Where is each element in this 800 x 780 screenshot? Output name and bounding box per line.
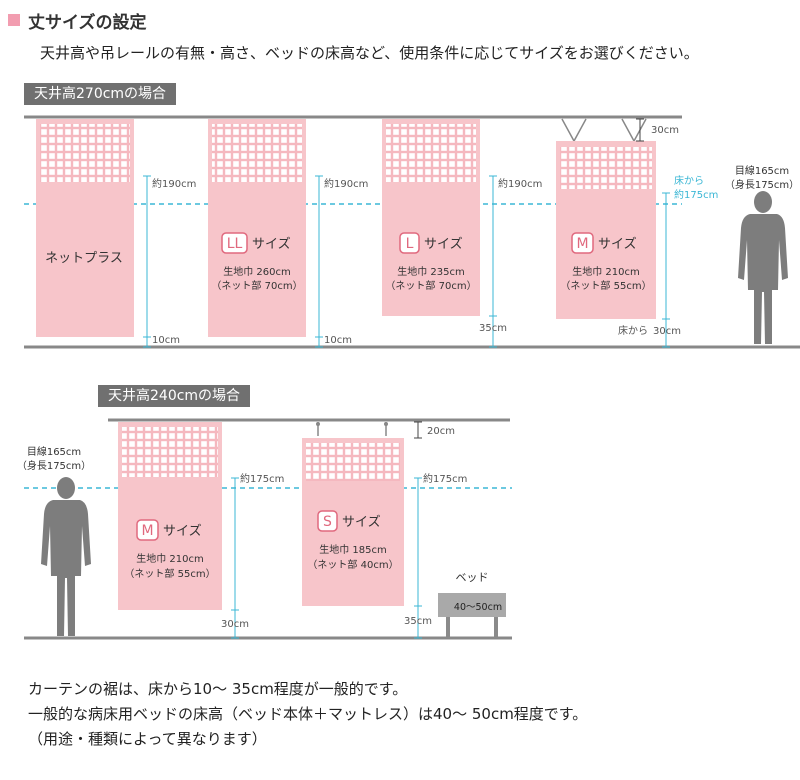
approx175-m-270: 約175cm: [674, 188, 718, 201]
ll-net-part: （ネット部 70cm）: [211, 279, 302, 292]
rail-hangers-240: [317, 422, 387, 436]
s-size-label: サイズ: [342, 514, 381, 530]
approx175-m-240: 約175cm: [240, 472, 284, 485]
ceiling-270-banner: 天井高270cmの場合: [24, 83, 177, 105]
gap-35-s: 35cm: [404, 616, 432, 627]
header-marker: [8, 14, 20, 26]
gap-10-netplus: 10cm: [152, 335, 180, 346]
l-size-label: サイズ: [424, 236, 463, 252]
m-fabric-width-270: 生地巾 210cm: [572, 265, 640, 278]
height-label-240: （身長175cm）: [17, 459, 91, 472]
m-letter-270: M: [576, 236, 588, 252]
top-gap-20: 20cm: [427, 426, 455, 437]
l-fabric-width: 生地巾 235cm: [397, 265, 465, 278]
note-hem: カーテンの裾は、床から10～ 35cm程度が一般的です。: [28, 680, 408, 698]
s-badge: [317, 510, 338, 532]
m-size-label-270: サイズ: [598, 236, 637, 252]
curtain-netplus-mesh: [40, 124, 130, 182]
note-bed: 一般的な病床用ベッドの床高（ベッド本体＋マットレス）は40～ 50cm程度です。: [28, 705, 588, 723]
bed-label: ベッド: [456, 571, 489, 584]
dimensions-240: [231, 477, 422, 639]
bed-height: 40～50cm: [454, 602, 502, 613]
rail-hangers-270: [561, 118, 647, 143]
hanger-dot-1: [316, 422, 320, 426]
curtain-l-mesh: [386, 124, 476, 182]
from-floor-label-eye: 床から: [674, 174, 704, 187]
curtain-m-mesh: [560, 147, 652, 189]
top-gap-dimension-270: [636, 118, 644, 142]
approx190-ll: 約190cm: [324, 177, 368, 190]
eye-level-label-240: 目線165cm: [27, 445, 81, 458]
note-varies: （用途・種類によって異なります）: [28, 730, 267, 748]
m-size-label-240: サイズ: [163, 523, 202, 539]
person-silhouette-270: [738, 191, 788, 344]
m-badge-270: [571, 232, 594, 254]
hanger-dot-2: [384, 422, 388, 426]
s-net-part: （ネット部 40cm）: [307, 558, 398, 571]
gap-35-l: 35cm: [479, 323, 507, 334]
s-letter: S: [323, 514, 332, 530]
gap-10-ll: 10cm: [324, 335, 352, 346]
dimensions-270: [143, 175, 670, 348]
l-letter: L: [406, 236, 414, 252]
ll-badge: [221, 232, 248, 254]
gap-30-m: 30cm: [653, 326, 681, 337]
m-fabric-width-240: 生地巾 210cm: [136, 552, 204, 565]
m-letter-240: M: [141, 523, 153, 539]
curtain-s-mesh: [306, 443, 400, 481]
person-silhouette-240: [41, 477, 91, 636]
approx175-s: 約175cm: [423, 472, 467, 485]
from-floor-label-hem: 床から: [618, 324, 648, 337]
m-badge-240: [136, 519, 159, 541]
ceiling-240-banner: 天井高240cmの場合: [98, 385, 251, 407]
ll-letter: LL: [227, 236, 243, 252]
approx190-netplus: 約190cm: [152, 177, 196, 190]
approx190-l: 約190cm: [498, 177, 542, 190]
top-gap-dimension-240: [414, 421, 422, 439]
m-net-part-270: （ネット部 55cm）: [560, 279, 651, 292]
bed-icon: [438, 593, 506, 638]
l-net-part: （ネット部 70cm）: [385, 279, 476, 292]
m-net-part-240: （ネット部 55cm）: [124, 567, 215, 580]
section-title: 丈サイズの設定: [28, 12, 147, 33]
gap-30-m-240: 30cm: [221, 619, 249, 630]
eye-level-label-270: 目線165cm: [735, 164, 789, 177]
intro-text: 天井高や吊レールの有無・高さ、ベッドの床高など、使用条件に応じてサイズをお選びく…: [40, 44, 699, 62]
curtain-m-240-mesh: [122, 427, 218, 477]
s-fabric-width: 生地巾 185cm: [319, 543, 387, 556]
top-gap-30: 30cm: [651, 125, 679, 136]
ll-size-label: サイズ: [252, 236, 291, 252]
ll-fabric-width: 生地巾 260cm: [223, 265, 291, 278]
section-header: 丈サイズの設定: [8, 8, 147, 33]
height-label-270: （身長175cm）: [725, 178, 799, 191]
netplus-label: ネットプラス: [45, 251, 123, 266]
l-badge: [399, 232, 420, 254]
curtain-ll-mesh: [212, 124, 302, 182]
